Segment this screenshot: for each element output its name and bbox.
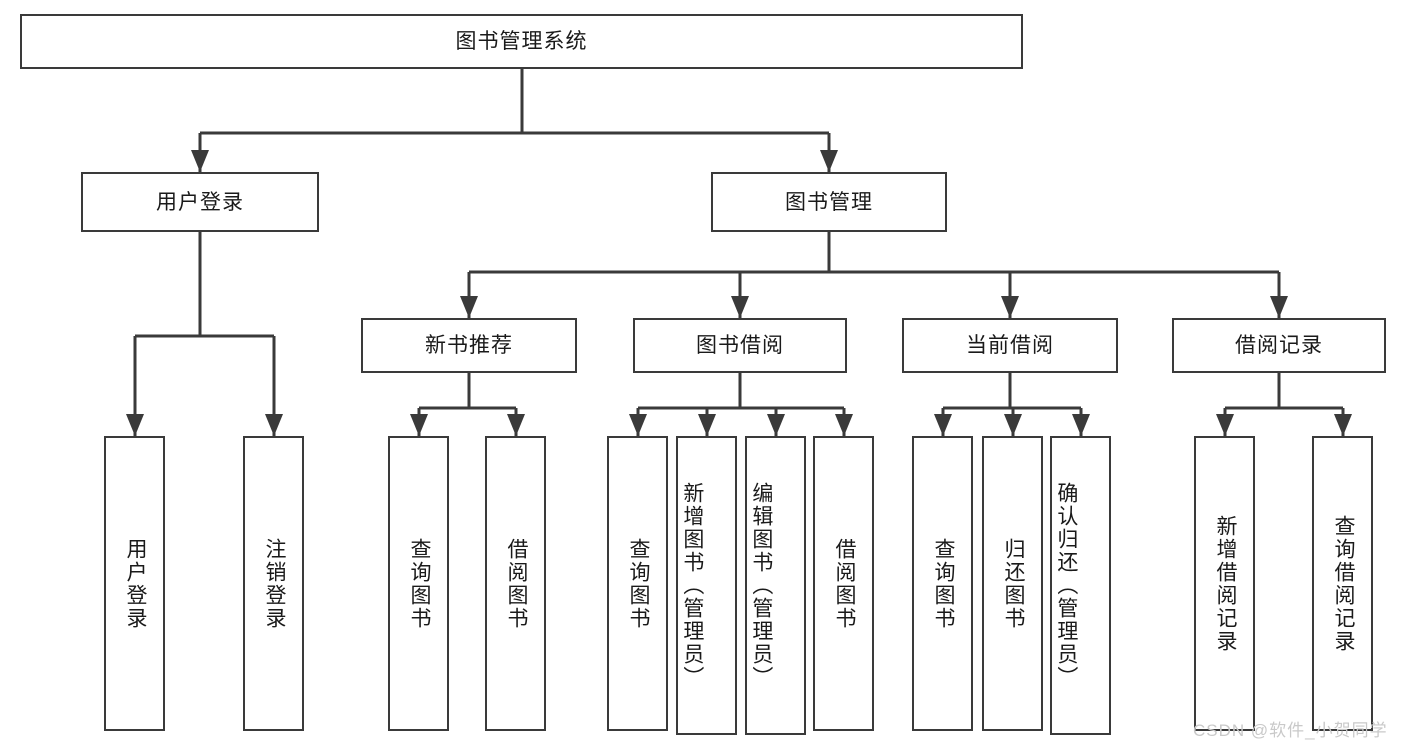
node-current[interactable]: 当前借阅 <box>902 318 1118 373</box>
arrowhead-icon <box>507 414 525 436</box>
node-label: 归还图书 <box>1001 537 1025 630</box>
node-label: 注销登录 <box>262 537 286 630</box>
node-label: 用户登录 <box>123 537 147 630</box>
node-bw-edit[interactable]: 编辑图书（管理员） <box>745 436 806 735</box>
node-label: 用户登录 <box>156 190 244 214</box>
arrowhead-icon <box>767 414 785 436</box>
arrowhead-icon <box>835 414 853 436</box>
node-bw-borrow[interactable]: 借阅图书 <box>813 436 874 731</box>
node-label: 新书推荐 <box>425 334 513 357</box>
node-label: 图书管理 <box>785 190 873 214</box>
arrowhead-icon <box>934 414 952 436</box>
arrowhead-icon <box>265 414 283 436</box>
arrowhead-icon <box>410 414 428 436</box>
node-cb-return[interactable]: 归还图书 <box>982 436 1043 731</box>
node-label: 借阅图书 <box>504 537 528 630</box>
node-bw-add[interactable]: 新增图书（管理员） <box>676 436 737 735</box>
node-label: 图书借阅 <box>696 334 784 357</box>
arrowhead-icon <box>1334 414 1352 436</box>
node-bookmgmt[interactable]: 图书管理 <box>711 172 947 232</box>
node-label: 借阅记录 <box>1235 334 1323 357</box>
arrowhead-icon <box>1004 414 1022 436</box>
node-newbook[interactable]: 新书推荐 <box>361 318 577 373</box>
node-login[interactable]: 用户登录 <box>81 172 319 232</box>
arrowhead-icon <box>731 296 749 318</box>
arrowhead-icon <box>126 414 144 436</box>
node-label: 查询借阅记录 <box>1331 514 1355 653</box>
node-label: 当前借阅 <box>966 334 1054 357</box>
node-login-out[interactable]: 注销登录 <box>243 436 304 731</box>
node-label: 借阅图书 <box>832 537 856 630</box>
node-root[interactable]: 图书管理系统 <box>20 14 1023 69</box>
arrowhead-icon <box>1001 296 1019 318</box>
node-login-in[interactable]: 用户登录 <box>104 436 165 731</box>
node-cb-query[interactable]: 查询图书 <box>912 436 973 731</box>
arrowhead-icon <box>1270 296 1288 318</box>
arrowhead-icon <box>1216 414 1234 436</box>
watermark: CSDN @软件_小贺同学 <box>1193 721 1388 740</box>
node-rc-query[interactable]: 查询借阅记录 <box>1312 436 1373 731</box>
node-label: 编辑图书（管理员） <box>749 482 773 689</box>
arrowhead-icon <box>1072 414 1090 436</box>
node-label: 查询图书 <box>407 537 431 630</box>
node-label: 确认归还（管理员） <box>1054 482 1078 689</box>
node-label: 新增图书（管理员） <box>680 482 704 689</box>
arrowhead-icon <box>191 150 209 172</box>
node-label: 新增借阅记录 <box>1213 514 1237 653</box>
node-bw-query[interactable]: 查询图书 <box>607 436 668 731</box>
node-records[interactable]: 借阅记录 <box>1172 318 1386 373</box>
node-label: 查询图书 <box>931 537 955 630</box>
node-rc-add[interactable]: 新增借阅记录 <box>1194 436 1255 731</box>
node-nb-query[interactable]: 查询图书 <box>388 436 449 731</box>
arrowhead-icon <box>698 414 716 436</box>
arrowhead-icon <box>820 150 838 172</box>
arrowhead-icon <box>460 296 478 318</box>
node-label: 图书管理系统 <box>455 30 588 53</box>
node-nb-borrow[interactable]: 借阅图书 <box>485 436 546 731</box>
node-label: 查询图书 <box>626 537 650 630</box>
node-cb-confirm[interactable]: 确认归还（管理员） <box>1050 436 1111 735</box>
node-borrow[interactable]: 图书借阅 <box>633 318 847 373</box>
arrowhead-icon <box>629 414 647 436</box>
